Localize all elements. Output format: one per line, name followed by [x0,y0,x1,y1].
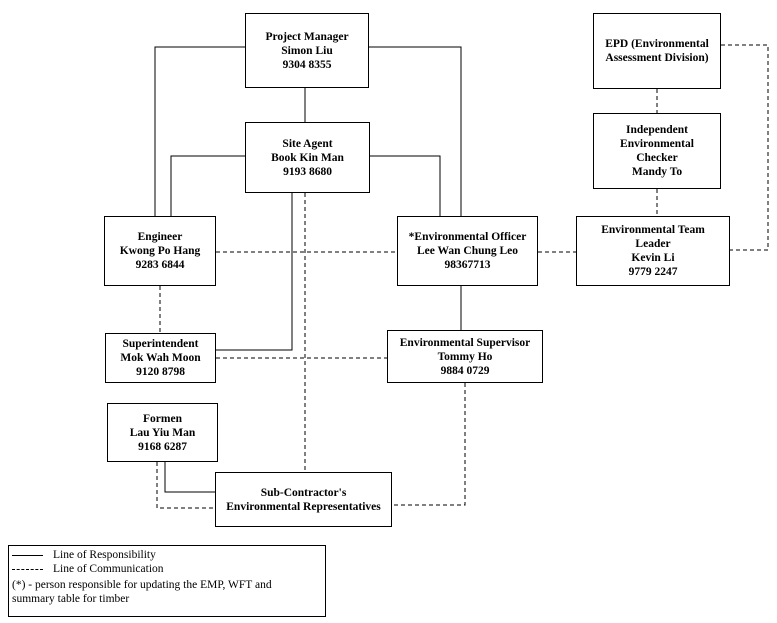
superintendent-phone: 9120 8798 [136,366,185,378]
foremen-box: Formen Lau Yiu Man 9168 6287 [107,403,218,462]
et-leader-phone: 9779 2247 [628,266,678,278]
epd-line1: EPD (Environmental [605,38,709,50]
et-leader-name: Kevin Li [631,252,675,264]
legend-note-line1: (*) - person responsible for updating th… [12,579,272,591]
dash-epd-to-et-leader [721,44,769,251]
line-site-agent-to-superintendent [216,193,293,351]
env-supervisor-phone: 9884 0729 [440,364,490,377]
dash-foremen-to-subcontractor [156,462,215,509]
env-supervisor-title: Environmental Supervisor [399,336,531,349]
line-pm-to-env-officer [369,46,462,216]
site-agent-name: Book Kin Man [271,151,344,164]
foremen-name: Lau Yiu Man [129,426,196,439]
epd-box: EPD (Environmental Assessment Division) [593,13,721,89]
et-leader-box: Environmental Team Leader Kevin Li 9779 … [576,216,730,286]
env-officer-box: *Environmental Officer Lee Wan Chung Leo… [397,216,538,286]
iec-name: Mandy To [631,166,683,178]
project-manager-name: Simon Liu [281,44,333,57]
env-officer-name: Lee Wan Chung Leo [416,245,519,257]
iec-line2: Environmental [620,138,694,150]
line-site-agent-to-env-officer [370,155,441,216]
line-foremen-to-subcontractor [164,462,215,493]
subcontractor-title: Sub-Contractor's [260,486,347,499]
legend-communication-label: Line of Communication [53,563,164,575]
legend-responsibility-label: Line of Responsibility [53,549,156,561]
legend-note-line2: summary table for timber [12,593,130,605]
env-officer-title: *Environmental Officer [408,231,527,243]
superintendent-name: Mok Wah Moon [120,352,201,364]
engineer-phone: 9283 6844 [135,259,185,271]
subcontractor-subtitle: Environmental Representatives [226,500,381,513]
et-leader-line2: Leader [635,238,671,250]
epd-line2: Assessment Division) [605,52,709,64]
site-agent-title: Site Agent [282,137,333,150]
superintendent-box: Superintendent Mok Wah Moon 9120 8798 [105,333,216,383]
line-site-agent-to-engineer [170,155,245,216]
project-manager-title: Project Manager [265,30,349,43]
engineer-box: Engineer Kwong Po Hang 9283 6844 [104,216,216,286]
et-leader-line1: Environmental Team [601,224,705,236]
env-officer-phone: 98367713 [444,259,491,271]
iec-line3: Checker [636,152,678,164]
env-supervisor-box: Environmental Supervisor Tommy Ho 9884 0… [387,330,543,383]
legend-solid-line-sample [12,555,43,556]
iec-box: Independent Environmental Checker Mandy … [593,113,721,189]
iec-line1: Independent [626,124,688,136]
dash-supervisor-to-subcontractor [392,383,466,506]
env-supervisor-name: Tommy Ho [437,350,493,363]
project-manager-phone: 9304 8355 [282,58,332,71]
superintendent-title: Superintendent [122,338,199,350]
engineer-title: Engineer [137,231,183,243]
subcontractor-box: Sub-Contractor's Environmental Represent… [215,472,392,527]
foremen-phone: 9168 6287 [138,440,187,453]
site-agent-phone: 9193 8680 [283,165,332,178]
project-manager-box: Project Manager Simon Liu 9304 8355 [245,13,369,88]
legend-dashed-line-sample [12,569,43,570]
foremen-title: Formen [143,412,182,425]
legend-box: Line of Responsibility Line of Communica… [8,545,326,617]
engineer-name: Kwong Po Hang [119,245,201,257]
line-pm-to-engineer [154,46,245,216]
site-agent-box: Site Agent Book Kin Man 9193 8680 [245,122,370,193]
